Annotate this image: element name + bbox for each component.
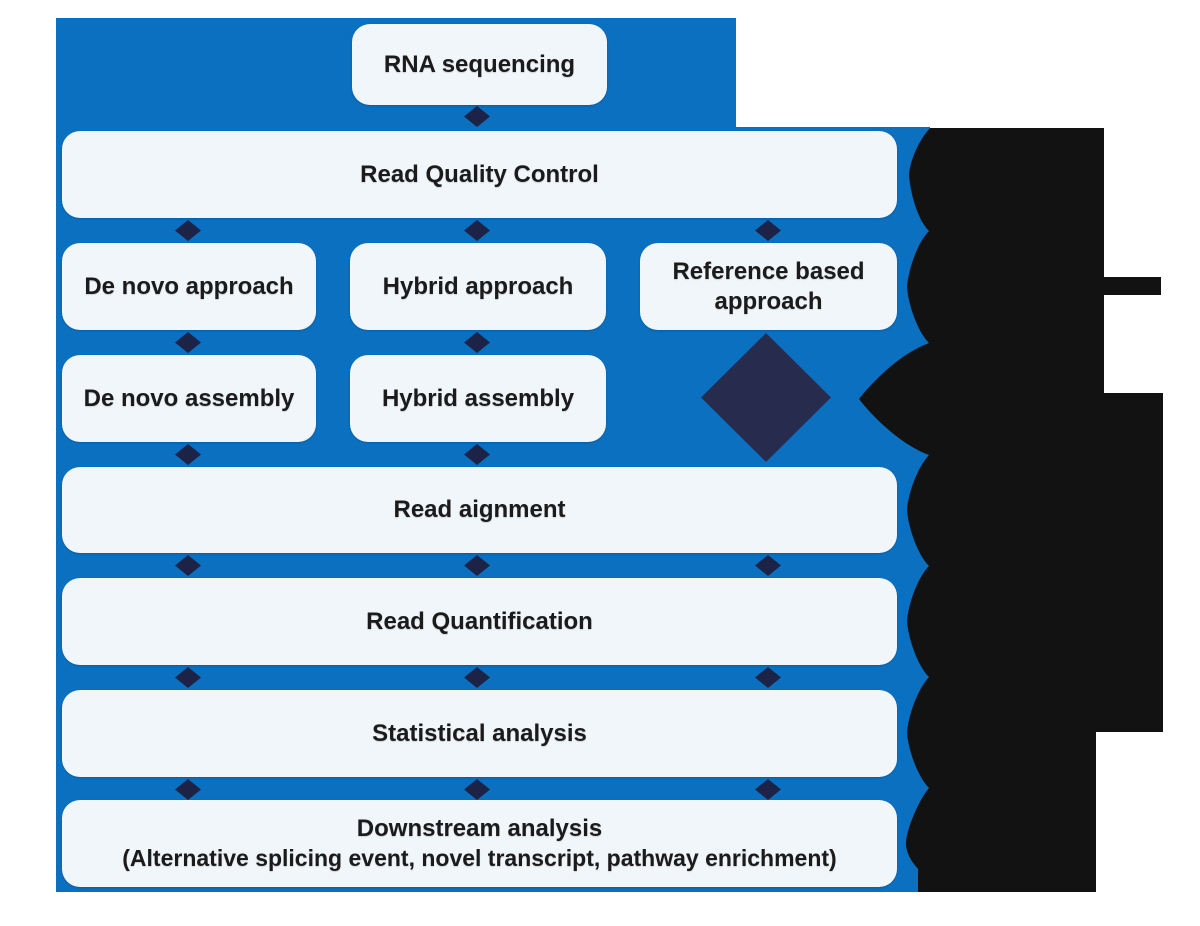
node-hybrid-approach: Hybrid approach [350,243,606,330]
node-de-novo-approach: De novo approach [62,243,316,330]
node-label: Reference based approach [672,257,865,315]
node-reference-based-approach: Reference based approach [640,243,897,330]
connector-diamond [464,667,490,688]
connector-diamond [464,555,490,576]
connector-diamond [175,555,201,576]
connector-diamond [175,220,201,241]
annotation-silhouette [859,128,1163,892]
node-label: Statistical analysis [372,719,587,747]
node-statistical-analysis: Statistical analysis [62,690,897,777]
node-read-alignment: Read aignment [62,467,897,553]
connector-diamond [755,667,781,688]
node-label: Hybrid approach [382,272,574,300]
node-label: Read aignment [393,496,566,523]
connector-diamond [464,106,490,127]
node-label: De novo approach [84,272,294,300]
node-label: Hybrid assembly [381,384,575,412]
node-label: RNA sequencing [383,50,576,78]
connector-diamond [464,220,490,241]
node-read-quality-control: Read Quality Control [62,131,897,218]
node-hybrid-assembly: Hybrid assembly [350,355,606,442]
node-label-line2: (Alternative splicing event, novel trans… [122,845,837,872]
node-label-line1: Downstream analysis [356,815,603,843]
node-label: Read Quality Control [360,160,599,188]
node-de-novo-assembly: De novo assembly [62,355,316,442]
connector-diamond [755,220,781,241]
node-rna-sequencing: RNA sequencing [352,24,607,105]
connector-diamond [464,444,490,465]
connector-diamond [175,332,201,353]
connector-diamond [175,779,201,800]
connector-diamond [175,667,201,688]
connector-diamond [755,779,781,800]
node-label: De novo assembly [83,384,295,412]
connector-diamond [175,444,201,465]
node-downstream-analysis: Downstream analysis (Alternative splicin… [62,800,897,887]
node-label: Read Quantification [366,607,593,635]
connector-diamond [464,779,490,800]
connector-diamond [464,332,490,353]
node-read-quantification: Read Quantification [62,578,897,665]
connector-diamond [755,555,781,576]
